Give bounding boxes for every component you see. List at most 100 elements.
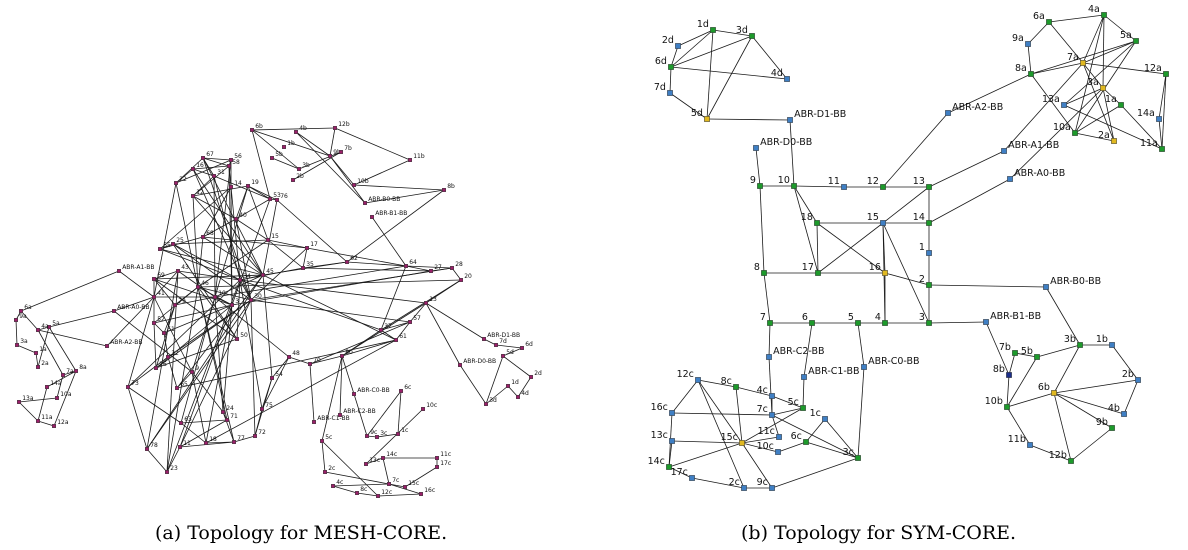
mesh-node-label-abr-a2-bb: ABR-A2-BB — [110, 339, 142, 346]
mesh-edge-abr-d0-bb-13 — [425, 302, 461, 366]
mesh-edge-abr-d1-bb-13 — [425, 302, 485, 340]
sym-edge-7b-5b — [1014, 352, 1038, 358]
mesh-node-marker-78 — [145, 447, 149, 451]
mesh-node-17: 17 — [305, 241, 318, 250]
sym-node-marker-8a — [1028, 71, 1034, 77]
sym-node-abr-a0-bb: ABR-A0-BB — [1007, 168, 1065, 182]
mesh-node-label-abr-c2-bb: ABR-C2-BB — [343, 408, 376, 415]
sym-node-marker-2 — [926, 282, 932, 288]
sym-edge-7c-11c — [771, 414, 780, 438]
mesh-node-marker-abr-b1-bb — [370, 215, 374, 219]
mesh-node-abr-a1-bb: ABR-A1-BB — [117, 264, 154, 273]
sym-edge-2-abr-b0-bb — [928, 284, 1047, 288]
mesh-node-marker-3c — [375, 435, 379, 439]
mesh-edge-78-45 — [146, 274, 264, 450]
mesh-edge-71-11 — [179, 419, 228, 448]
mesh-node-20: 20 — [459, 273, 472, 282]
mesh-node-label-abr-b0-bb: ABR-B0-BB — [368, 196, 400, 203]
mesh-node-marker-17 — [305, 246, 309, 250]
mesh-node-label-30: 30 — [254, 293, 262, 300]
sym-edge-8c-4c — [735, 386, 773, 397]
sym-node-5d: 5d — [691, 108, 710, 122]
mesh-edge-45-69 — [153, 274, 264, 280]
mesh-edge-34-55 — [159, 248, 241, 281]
sym-edge-6a-7a — [1048, 21, 1084, 64]
sym-edge-6d-7d — [669, 66, 672, 94]
sym-edge-17c-2c — [691, 477, 745, 489]
sym-node-abr-d0-bb: ABR-D0-BB — [753, 137, 812, 151]
mesh-node-label-9: 9 — [195, 365, 199, 372]
mesh-node-marker-43 — [176, 269, 180, 273]
mesh-node-label-abr-d0-bb: ABR-D0-BB — [463, 358, 496, 365]
sym-node-label-abr-d0-bb: ABR-D0-BB — [760, 137, 812, 148]
sym-node-label-abr-c1-bb: ABR-C1-BB — [808, 366, 859, 377]
mesh-node-marker-4b — [294, 130, 298, 134]
sym-edge-1d-3d — [712, 29, 753, 37]
mesh-node-label-17: 17 — [310, 241, 318, 248]
sym-node-12b: 12b — [1049, 450, 1074, 464]
mesh-node-label-18: 18 — [209, 436, 217, 443]
mesh-node-label-76: 76 — [280, 193, 288, 200]
mesh-node-45: 45 — [261, 268, 274, 277]
mesh-node-marker-56 — [229, 158, 233, 162]
mesh-node-marker-17c — [435, 465, 439, 469]
sym-node-marker-1a — [1118, 102, 1124, 108]
mesh-node-label-10: 10 — [218, 290, 226, 297]
sym-node-marker-17 — [815, 270, 821, 276]
mesh-node-78: 78 — [145, 442, 158, 451]
mesh-node-label-25: 25 — [176, 237, 184, 244]
sym-node-8b: 8b — [993, 364, 1012, 378]
sym-node-label-13c: 13c — [651, 430, 668, 441]
mesh-node-marker-abr-a2-bb — [105, 344, 109, 348]
mesh-node-marker-abr-c1-bb — [312, 420, 316, 424]
sym-node-label-14: 14 — [913, 212, 925, 223]
sym-edge-10-11 — [793, 185, 845, 188]
mesh-node-12a: 12a — [52, 419, 69, 428]
mesh-node-marker-37 — [379, 328, 383, 332]
mesh-node-marker-13 — [424, 301, 428, 305]
sym-node-label-12c: 12c — [677, 369, 694, 380]
mesh-node-label-11a: 11a — [41, 414, 53, 421]
sym-node-15: 15 — [867, 212, 886, 226]
mesh-node-56: 56 — [229, 153, 242, 162]
mesh-edge-46-50 — [197, 286, 238, 340]
mesh-node-label-69: 69 — [157, 272, 165, 279]
sym-edge-15c-10c — [741, 442, 779, 453]
sym-edge-9b-6b — [1053, 392, 1113, 429]
mesh-node-label-13: 13 — [429, 296, 437, 303]
mesh-node-label-4d: 4d — [521, 390, 529, 397]
sym-node-label-12: 12 — [867, 176, 879, 187]
mesh-node-marker-10c — [421, 407, 425, 411]
sym-node-marker-12 — [880, 184, 886, 190]
mesh-edge-3-11 — [179, 304, 233, 448]
mesh-node-15c: 15c — [403, 480, 419, 489]
sym-edge-abr-a0-bb-3a — [1009, 87, 1104, 180]
mesh-node-marker-14c — [381, 456, 385, 460]
mesh-edge-68-17 — [202, 236, 308, 249]
sym-node-7b: 7b — [999, 342, 1018, 356]
sym-edge-abr-a2-bb-8a — [947, 73, 1032, 114]
mesh-node-7a: 7a — [61, 368, 74, 377]
sym-node-5a: 5a — [1120, 30, 1139, 44]
sym-edge-12c-8c — [697, 379, 737, 388]
mesh-node-51: 51 — [162, 326, 175, 335]
mesh-edge-15-17 — [267, 239, 308, 249]
mesh-edge-abr-c0-bb-80 — [341, 355, 355, 395]
sym-node-abr-c1-bb: ABR-C1-BB — [801, 366, 860, 380]
mesh-node-abr-b1-bb: ABR-B1-BB — [370, 210, 407, 219]
sym-edge-18-16 — [816, 222, 886, 274]
mesh-node-6c: 6c — [399, 384, 411, 393]
mesh-node-73: 73 — [126, 380, 139, 389]
mesh-node-label-57: 57 — [413, 315, 421, 322]
sym-node-14: 14 — [913, 212, 932, 226]
sym-node-label-9a: 9a — [1012, 33, 1024, 44]
sym-node-1a: 1a — [1105, 94, 1124, 108]
mesh-node-50: 50 — [235, 332, 248, 341]
mesh-node-label-67: 67 — [206, 151, 214, 158]
mesh-edge-13-34 — [239, 279, 427, 304]
sym-node-label-4: 4 — [875, 312, 881, 323]
sym-edge-abr-d0-bb-9 — [755, 147, 761, 187]
mesh-edge-abr-c2-bb-80 — [339, 355, 343, 416]
mesh-node-label-9b: 9b — [333, 149, 341, 156]
